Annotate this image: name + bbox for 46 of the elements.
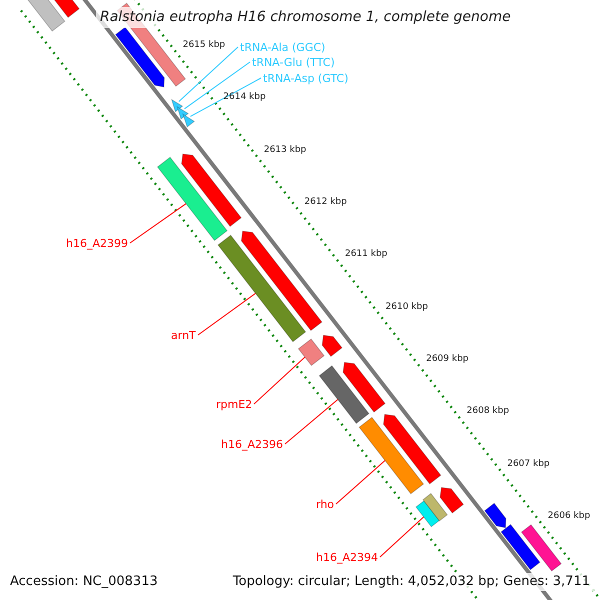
gene-label: rho (316, 498, 334, 511)
leader-line (284, 399, 338, 444)
gene-label: rpmE2 (216, 398, 252, 411)
leader-line (190, 78, 262, 117)
gene-glyph (322, 334, 343, 357)
leader-line (178, 46, 238, 102)
leader-line (336, 460, 386, 504)
gene-glyph (240, 230, 322, 332)
gene-glyph (318, 365, 370, 424)
scale-label: 2614 kbp (222, 92, 267, 104)
gene-label: tRNA-Asp (GTC) (263, 72, 348, 85)
gene-label: tRNA-Ala (GGC) (240, 40, 326, 54)
scale-label: 2615 kbp (182, 40, 226, 51)
trna-glyph (171, 98, 184, 112)
trna-glyph (182, 113, 195, 128)
gene-glyph (342, 362, 386, 413)
gene-label: h16_A2396 (221, 438, 283, 451)
scale-label: 2608 kbp (466, 406, 510, 418)
scale-label: 2609 kbp (425, 354, 470, 365)
gene-label: h16_A2394 (316, 550, 378, 564)
gene-label: arnT (171, 328, 196, 342)
trna-glyph (176, 106, 189, 120)
scale-label: 2607 kbp (506, 458, 551, 470)
gene-glyph (383, 414, 442, 484)
scale-label: 2613 kbp (262, 144, 308, 156)
scale-label: 2606 kbp (546, 510, 592, 522)
scale-label: 2611 kbp (344, 249, 388, 260)
gene-glyph (358, 416, 424, 494)
gene-glyph (156, 156, 228, 242)
gene-glyph (217, 234, 306, 342)
leader-line (184, 62, 250, 110)
scale-label: 2612 kbp (303, 196, 348, 208)
gene-glyph (115, 26, 165, 88)
gene-glyph (440, 487, 464, 514)
scale-label: 2610 kbp (384, 302, 429, 312)
leader-line (130, 203, 186, 244)
gene-glyph (181, 154, 242, 227)
gene-glyph (484, 502, 506, 528)
gene-glyph (520, 524, 562, 572)
gene-glyph (422, 492, 448, 522)
gene-label: h16_A2399 (66, 236, 128, 250)
gene-glyph (415, 500, 440, 528)
gene-glyph (298, 338, 325, 366)
gene-label: tRNA-Glu (TTC) (252, 56, 335, 69)
gene-glyph (500, 524, 540, 570)
gene-glyph (54, 0, 80, 18)
